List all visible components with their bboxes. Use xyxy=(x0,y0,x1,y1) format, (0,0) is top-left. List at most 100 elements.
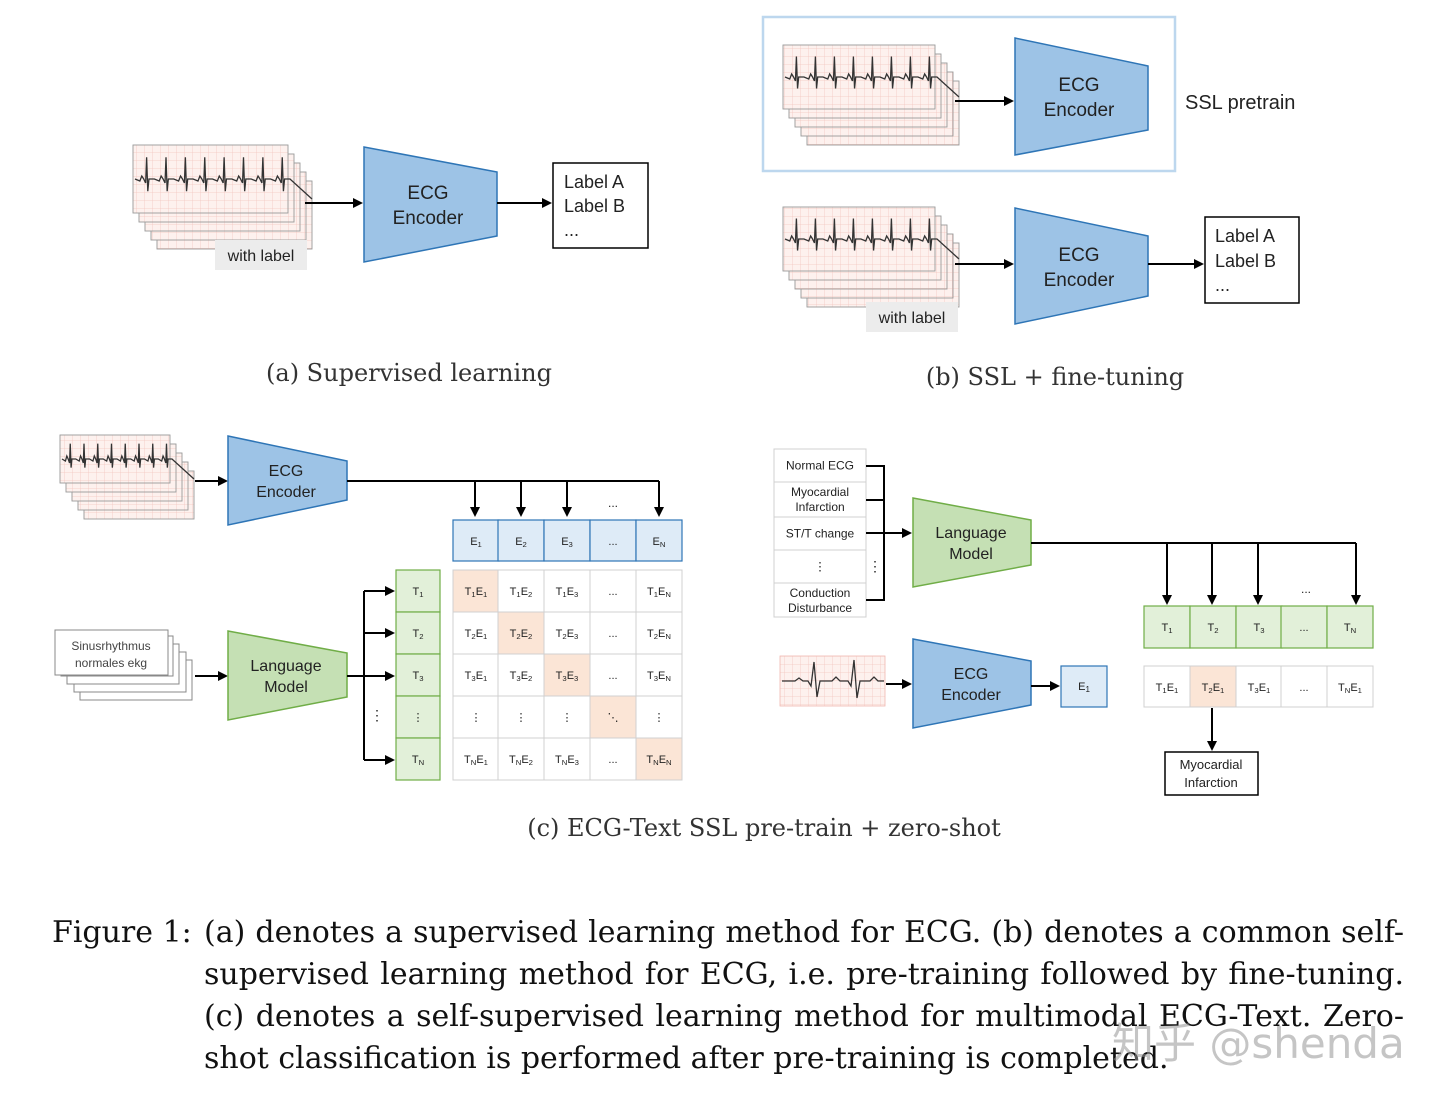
matrix-cell xyxy=(589,569,637,613)
matrix-cell xyxy=(543,737,591,781)
cell-label: T1E1 xyxy=(465,586,488,599)
result-box xyxy=(1164,751,1259,796)
e-cell xyxy=(543,519,591,562)
t-cell xyxy=(395,569,441,613)
cell-label: T2 xyxy=(412,628,423,641)
dots-top-c-left: ... xyxy=(608,496,618,510)
figure-diagram: ECG Encoder Label A Label B ... with lab… xyxy=(54,15,1374,842)
matrix-cell xyxy=(635,611,683,655)
prompt-text: Conduction xyxy=(790,586,851,600)
matrix-cell xyxy=(589,695,637,739)
cell-label: T1 xyxy=(1161,622,1172,635)
e-cell xyxy=(497,519,545,562)
cell-label: T1E3 xyxy=(556,586,579,599)
sim-cell xyxy=(1235,665,1283,708)
encoder-c-right-line2: Encoder xyxy=(941,687,1001,704)
sim-cell xyxy=(1143,665,1191,708)
cell-label: TNE3 xyxy=(555,754,579,767)
prompt-cell xyxy=(773,549,867,584)
matrix-cell xyxy=(635,653,683,697)
ecg-encoder-a xyxy=(363,146,498,263)
ssl-pretrain-frame xyxy=(761,15,1177,173)
cell-label: E1 xyxy=(470,536,482,549)
cell-label: T2E2 xyxy=(510,628,533,641)
encoder-b-top-line1: ECG xyxy=(1058,75,1099,96)
with-label-b: with label xyxy=(878,310,946,327)
watermark: 知乎 @shenda xyxy=(1112,1019,1405,1068)
encoder-b-bottom-line2: Encoder xyxy=(1044,270,1115,291)
cell-label: T3E2 xyxy=(510,670,533,683)
t-cell xyxy=(1189,605,1237,649)
ecg-encoder-b-top xyxy=(1014,37,1149,156)
with-label-tag-b xyxy=(866,302,958,332)
cell-label: ... xyxy=(608,536,617,548)
ecg-encoder-b-bottom xyxy=(1014,207,1149,325)
ecg-stack-b-bottom xyxy=(782,206,960,308)
label-a-3: ... xyxy=(564,220,579,240)
encoder-b-bottom-line1: ECG xyxy=(1058,245,1099,266)
cell-label: T2E1 xyxy=(465,628,488,641)
prompt-text: ST/T change xyxy=(786,527,855,541)
matrix-cell xyxy=(452,695,500,739)
matrix-cell xyxy=(635,695,683,739)
matrix-cell xyxy=(452,653,500,697)
matrix-cell xyxy=(452,737,500,781)
t-cell xyxy=(1143,605,1191,649)
label-box-b xyxy=(1204,216,1300,304)
cell-label: ⋮ xyxy=(413,712,424,724)
cell-label: T3E1 xyxy=(1248,682,1271,695)
cell-label: TNEN xyxy=(646,754,671,767)
cell-label: TN xyxy=(412,754,424,767)
cell-label: T2E3 xyxy=(556,628,579,641)
label-a-2: Label B xyxy=(564,196,625,216)
cell-label: T2 xyxy=(1207,622,1218,635)
cell-label: T3 xyxy=(412,670,423,683)
figure-caption: Figure 1: (a) denotes a supervised learn… xyxy=(52,912,1404,1080)
caption-text: (a) denotes a supervised learning method… xyxy=(204,915,1404,1076)
subcaption-b: (b) SSL + fine-tuning xyxy=(926,363,1184,391)
matrix-cell xyxy=(543,695,591,739)
prompt-text: Infarction xyxy=(795,500,844,514)
cell-label: T1 xyxy=(412,586,423,599)
matrix-cell xyxy=(543,653,591,697)
cell-label: T1E2 xyxy=(510,586,533,599)
prompt-text: Normal ECG xyxy=(786,459,854,473)
cell-label: T2E1 xyxy=(1202,682,1225,695)
cell-label: ⋮ xyxy=(654,712,665,724)
cell-label: ⋮ xyxy=(471,712,482,724)
cell-label: TNE1 xyxy=(1338,682,1362,695)
cell-label: ... xyxy=(608,628,617,640)
cell-label: ... xyxy=(608,586,617,598)
language-model-c xyxy=(227,630,348,721)
prompt-text: Myocardial xyxy=(791,485,849,499)
t-cell xyxy=(395,611,441,655)
with-label-a: with label xyxy=(227,248,295,265)
panel-b: ECG Encoder SSL pretrain ECG Encoder Lab… xyxy=(761,15,1300,391)
cell-label: ⋮ xyxy=(562,712,573,724)
encoder-c-line1: ECG xyxy=(269,463,304,480)
lm-c-line2: Model xyxy=(264,679,308,696)
encoder-a-line2: Encoder xyxy=(393,208,464,229)
matrix-cell xyxy=(452,569,500,613)
cell-label: TN xyxy=(1344,622,1356,635)
subcaption-a: (a) Supervised learning xyxy=(266,359,552,387)
e-cell xyxy=(589,519,637,562)
t-cell xyxy=(395,653,441,697)
cell-label: ... xyxy=(608,754,617,766)
vdots-c-left: ⋮ xyxy=(370,707,384,723)
cell-label: T3EN xyxy=(647,670,671,683)
encoder-a-line1: ECG xyxy=(407,183,448,204)
cell-label: ⋮ xyxy=(516,712,527,724)
matrix-cell xyxy=(543,569,591,613)
prompt-cell xyxy=(773,516,867,551)
ecg-encoder-c-right xyxy=(912,638,1032,729)
prompt-text: Disturbance xyxy=(788,601,852,615)
cell-label: T3E1 xyxy=(465,670,488,683)
e-cell xyxy=(452,519,500,562)
